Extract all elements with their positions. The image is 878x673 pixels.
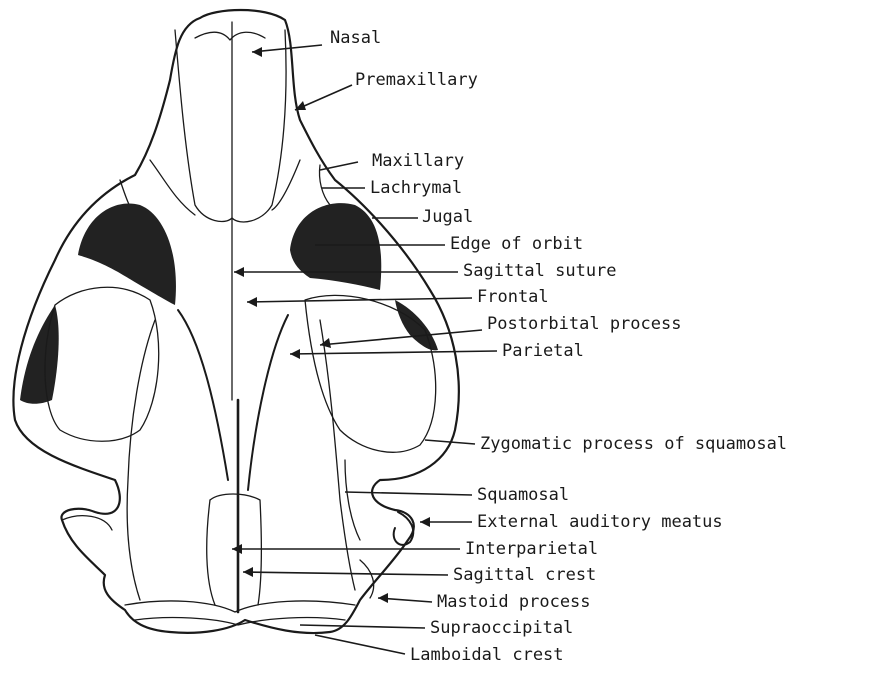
label-sagittal-crest: Sagittal crest <box>453 565 596 585</box>
label-squamosal: Squamosal <box>477 485 569 505</box>
label-lachrymal: Lachrymal <box>370 178 462 198</box>
label-frontal: Frontal <box>477 287 549 307</box>
label-postorbital-process: Postorbital process <box>487 314 681 334</box>
arrow-heads <box>232 47 430 603</box>
label-interparietal: Interparietal <box>465 539 598 559</box>
label-premaxillary: Premaxillary <box>355 70 478 90</box>
label-zygomatic-process: Zygomatic process of squamosal <box>480 434 787 454</box>
label-sagittal-suture: Sagittal suture <box>463 261 617 281</box>
label-parietal: Parietal <box>502 341 584 361</box>
label-maxillary: Maxillary <box>372 151 464 171</box>
label-lamboidal-crest: Lamboidal crest <box>410 645 564 665</box>
label-edge-of-orbit: Edge of orbit <box>450 234 583 254</box>
leader-lines <box>232 45 497 654</box>
skull-outline <box>13 10 458 633</box>
labels: Nasal Premaxillary Maxillary Lachrymal J… <box>330 28 787 665</box>
label-nasal: Nasal <box>330 28 381 48</box>
label-mastoid-process: Mastoid process <box>437 592 591 612</box>
label-supraoccipital: Supraoccipital <box>430 618 573 638</box>
label-external-auditory-meatus: External auditory meatus <box>477 512 723 532</box>
label-jugal: Jugal <box>422 207 473 227</box>
